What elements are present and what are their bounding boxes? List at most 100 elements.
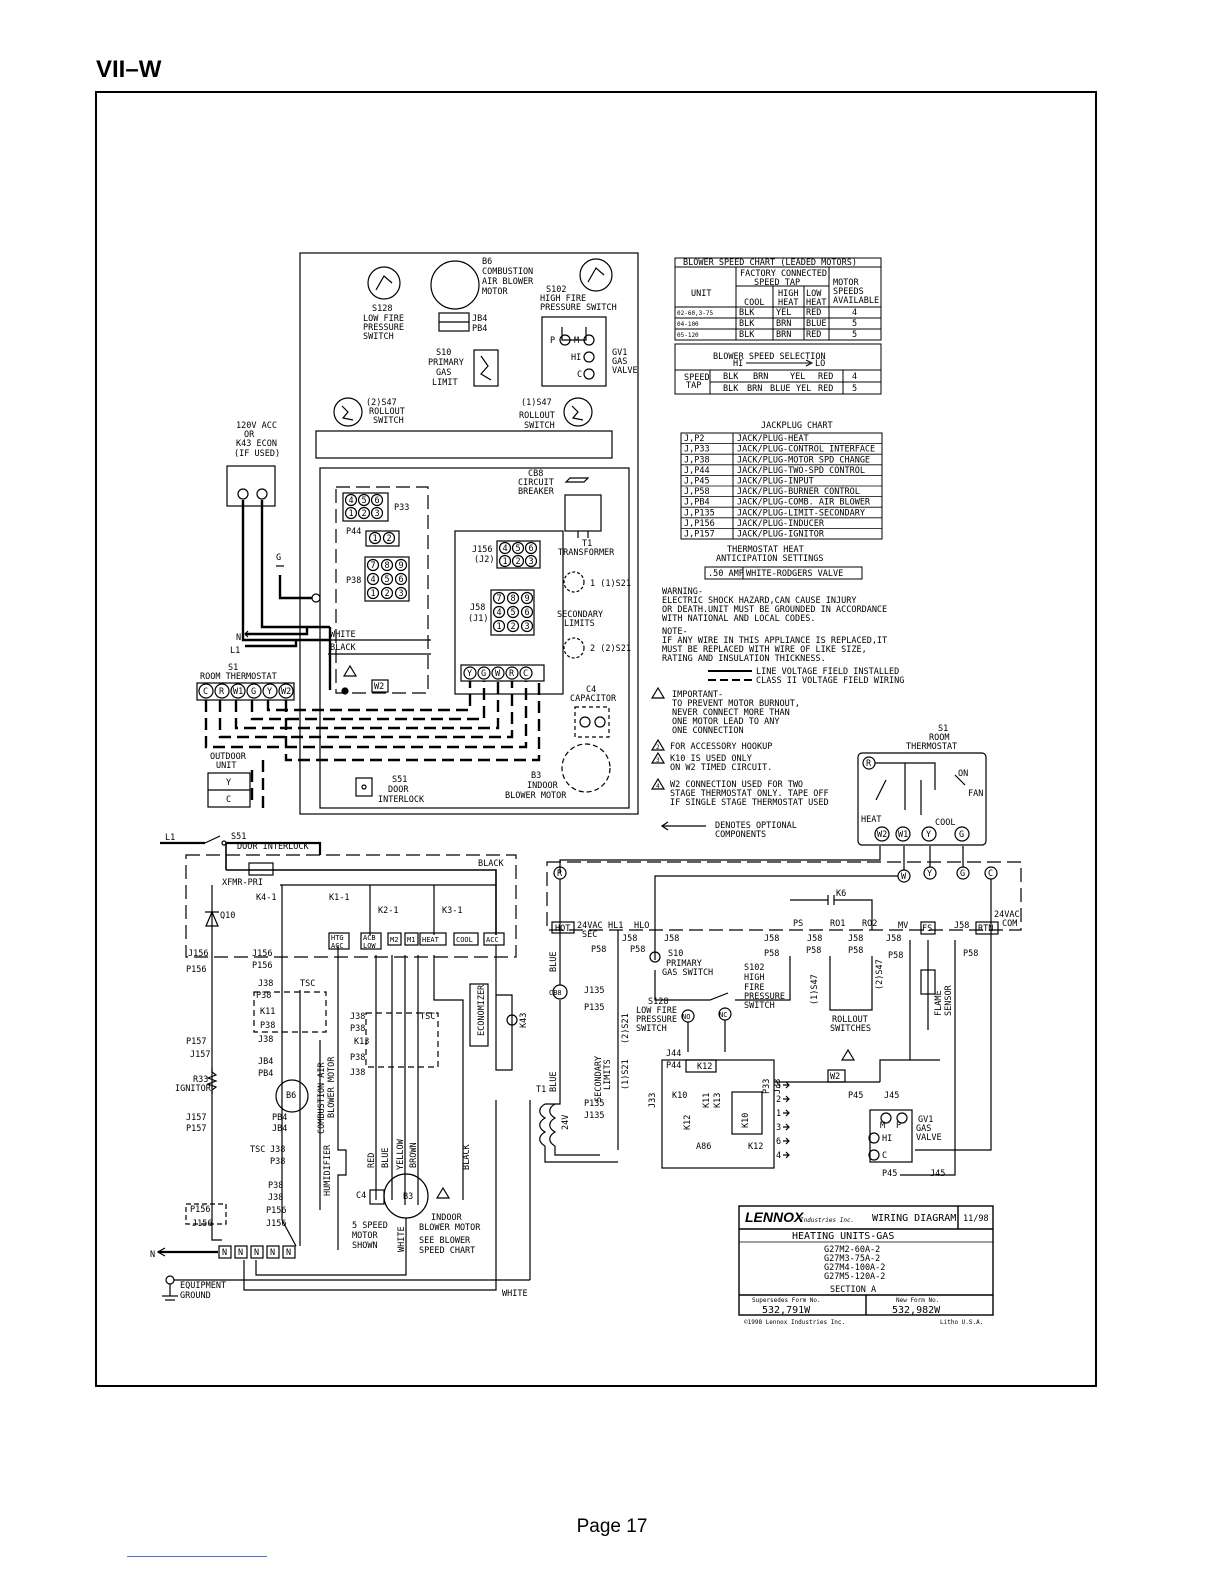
svg-text:WHITE-RODGERS VALVE: WHITE-RODGERS VALVE (746, 569, 843, 579)
svg-text:J45: J45 (930, 1169, 945, 1179)
svg-text:UNIT: UNIT (691, 289, 711, 299)
svg-text:JB4: JB4 (258, 1057, 273, 1067)
svg-text:HL1: HL1 (608, 921, 623, 931)
svg-text:P58: P58 (806, 946, 821, 956)
svg-text:EQUIPMENT: EQUIPMENT (180, 1281, 226, 1291)
svg-text:J38: J38 (258, 1035, 273, 1045)
svg-text:ONE MOTOR LEAD TO ANY: ONE MOTOR LEAD TO ANY (672, 717, 779, 727)
pin-label: 5 (516, 544, 521, 554)
svg-text:J45: J45 (884, 1091, 899, 1101)
svg-text:K2-1: K2-1 (378, 906, 398, 916)
svg-text:K10 IS USED ONLY: K10 IS USED ONLY (670, 754, 752, 764)
neutral-terminal (234, 1245, 248, 1259)
svg-text:CB8: CB8 (528, 469, 543, 479)
svg-text:C: C (226, 795, 231, 805)
jackplug-code: J,P33 (684, 445, 710, 455)
svg-text:C: C (882, 1151, 887, 1161)
svg-text:BLOWER SPEED CHART (LEADED MOT: BLOWER SPEED CHART (LEADED MOTORS) (683, 258, 857, 268)
a86-pin-arrow (783, 1081, 790, 1089)
svg-text:GAS SWITCH: GAS SWITCH (662, 968, 713, 978)
svg-text:GAS: GAS (612, 357, 627, 367)
blower-chart-cell: YEL (776, 308, 791, 318)
pin-circle (524, 541, 538, 555)
pin-circle (366, 572, 380, 586)
svg-text:ECONOMIZER: ECONOMIZER (477, 984, 487, 1036)
svg-text:K43: K43 (519, 1013, 529, 1028)
blower-speed-chart: BLOWER SPEED CHART (LEADED MOTORS) FACTO… (674, 257, 882, 395)
pin-circle (382, 531, 396, 545)
svg-text:P44: P44 (346, 527, 361, 537)
svg-text:VALVE: VALVE (916, 1133, 942, 1143)
svg-text:K11: K11 (260, 1007, 275, 1017)
pin-circle (344, 506, 358, 520)
svg-text:W2: W2 (830, 1072, 840, 1082)
svg-text:Industries Inc.: Industries Inc. (800, 1217, 854, 1224)
svg-text:Y: Y (927, 869, 932, 879)
jackplug-code: J,P45 (684, 477, 710, 487)
svg-text:W2 CONNECTION USED FOR TWO: W2 CONNECTION USED FOR TWO (670, 780, 803, 790)
jackplug-desc: JACK/PLUG-BURNER CONTROL (737, 487, 860, 497)
svg-text:J38: J38 (268, 1193, 283, 1203)
svg-text:HIGH: HIGH (778, 289, 798, 299)
svg-text:JB4: JB4 (272, 1124, 287, 1134)
svg-text:TO PREVENT MOTOR BURNOUT,: TO PREVENT MOTOR BURNOUT, (672, 699, 800, 709)
right-thermostat-terminal-label: Y (926, 830, 931, 840)
neutral-terminal (266, 1245, 280, 1259)
s10-primary-gas-limit: S10 PRIMARY GAS LIMIT (428, 348, 499, 388)
thermostat-terminal (198, 683, 214, 699)
svg-text:J156: J156 (188, 949, 208, 959)
neutral-bus: N (150, 1247, 218, 1260)
pin-label: 3 (399, 589, 404, 599)
neutral-terminal-label: N (238, 1248, 243, 1258)
pin-label: 5 (362, 496, 367, 506)
svg-text:J135: J135 (584, 1111, 604, 1121)
pin-circle (368, 531, 382, 545)
pin-label: 8 (385, 561, 390, 571)
class2-field-wiring (204, 681, 541, 812)
svg-text:(J2): (J2) (474, 555, 494, 565)
svg-text:JACKPLUG CHART: JACKPLUG CHART (761, 421, 833, 431)
svg-text:BREAKER: BREAKER (518, 487, 555, 497)
svg-text:T1: T1 (536, 1085, 546, 1095)
svg-text:BLUE: BLUE (549, 1072, 559, 1092)
equipment-ground: EQUIPMENT GROUND (162, 1100, 531, 1301)
svg-text:P38: P38 (270, 1157, 285, 1167)
svg-text:LENNOX: LENNOX (745, 1209, 805, 1225)
svg-text:MOTOR: MOTOR (833, 278, 859, 288)
relay-box-label: HEAT (422, 936, 440, 944)
terminal-circle (463, 666, 477, 680)
right-thermostat-terminal (874, 826, 890, 842)
svg-text:COMBUSTION: COMBUSTION (482, 267, 533, 277)
svg-text:THERMOSTAT: THERMOSTAT (906, 742, 957, 752)
svg-text:HI: HI (882, 1134, 892, 1144)
pin-label: 2 (387, 534, 392, 544)
terminal-label: W (495, 669, 501, 679)
svg-text:COM: COM (1002, 919, 1017, 929)
svg-text:JB4: JB4 (472, 314, 487, 324)
pin-circle (506, 605, 520, 619)
svg-text:P38: P38 (268, 1181, 283, 1191)
right-thermostat-terminal (954, 826, 970, 842)
svg-text:NO: NO (682, 1013, 690, 1021)
cb8-circuit-breaker: CB8 CIRCUIT BREAKER T1 TRANSFORMER (518, 469, 615, 558)
svg-text:J58: J58 (764, 934, 779, 944)
svg-text:SWITCH: SWITCH (636, 1024, 667, 1034)
svg-text:PRESSURE: PRESSURE (636, 1015, 677, 1025)
svg-text:HIGH: HIGH (744, 973, 764, 983)
pin-circle (492, 619, 506, 633)
relay-box-label: LOW (363, 942, 376, 950)
svg-text:B6: B6 (286, 1091, 296, 1101)
svg-text:MOTOR: MOTOR (352, 1231, 378, 1241)
pin-label: 6 (529, 544, 534, 554)
svg-text:S102: S102 (546, 285, 566, 295)
gv1-valve-lower: P45 J45 M P HI C GV1 GAS VALVE P45 J45 (848, 1091, 945, 1179)
svg-text:4: 4 (656, 783, 660, 790)
relay-box (419, 932, 447, 946)
svg-text:LIMITS: LIMITS (564, 619, 595, 629)
svg-text:S1: S1 (938, 724, 948, 734)
svg-text:P38: P38 (350, 1024, 365, 1034)
svg-text:CLASS II VOLTAGE FIELD WIRING: CLASS II VOLTAGE FIELD WIRING (756, 676, 904, 686)
jackplug-code: J,P2 (684, 434, 704, 444)
thermostat-terminal-label: W1 (233, 687, 243, 697)
